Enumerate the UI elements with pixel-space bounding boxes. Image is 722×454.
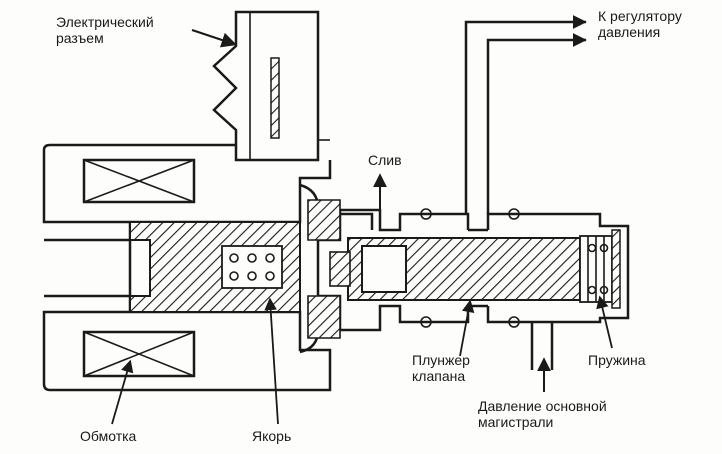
- spring-leader: [596, 295, 613, 349]
- valve-plunger: [329, 237, 581, 301]
- label-spring: Пружина: [588, 352, 646, 368]
- return-spring: [579, 229, 621, 309]
- label-drain: Слив: [368, 152, 402, 168]
- coil-leader: [111, 359, 134, 425]
- line-pressure-inlet: [530, 322, 554, 392]
- regulator-pipe: [464, 20, 586, 214]
- connector-pin: [270, 57, 280, 139]
- armature: [129, 221, 301, 313]
- seal-flange: [299, 183, 342, 354]
- label-line-pressure: Давление основной магистрали: [478, 398, 607, 430]
- label-electrical-connector: Электрический разъем: [56, 14, 154, 46]
- coil-lower: [82, 330, 196, 378]
- label-armature: Якорь: [252, 428, 292, 444]
- plunger-leader: [459, 299, 475, 357]
- label-valve-plunger: Плунжер клапана: [412, 352, 470, 384]
- label-coil: Обмотка: [80, 428, 137, 444]
- connector-leader: [191, 28, 237, 48]
- drain-channel: [340, 173, 387, 230]
- electrical-connector: [212, 10, 330, 162]
- armature-leader: [264, 297, 279, 425]
- label-to-pressure-regulator: К регулятору давления: [598, 8, 682, 40]
- coil-upper: [82, 158, 196, 204]
